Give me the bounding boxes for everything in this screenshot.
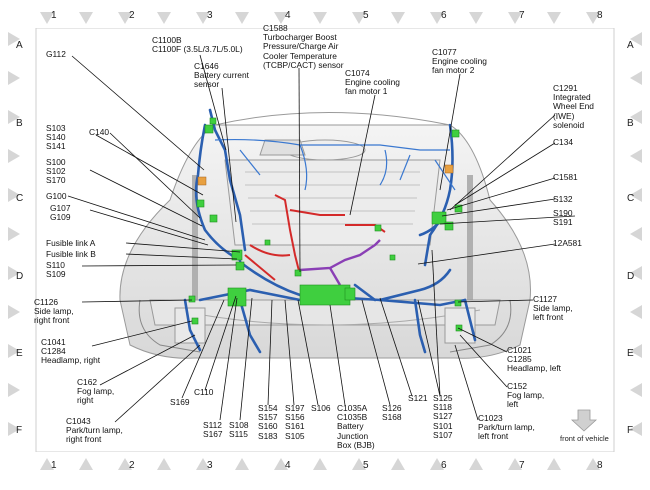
grid-col-3-top: 3: [207, 10, 213, 21]
grid-row-E-left: E: [16, 348, 23, 359]
grid-row-F-left: F: [16, 425, 23, 436]
grid-border-triangles: [8, 12, 642, 470]
grid-col-8-bottom: 8: [597, 460, 603, 471]
grid-col-1-top: 1: [51, 10, 57, 21]
label-s190: S190 S191: [553, 208, 573, 228]
leader-lines: [67, 54, 576, 423]
label-c1077: C1077 Engine cooling fan motor 2: [432, 47, 487, 76]
grid-row-D-left: D: [16, 271, 24, 282]
label-s100: S100 S102 S170: [46, 157, 66, 186]
label-s169: S169: [170, 397, 190, 407]
down-arrow-icon: [570, 409, 598, 432]
grid-col-6-bottom: 6: [441, 460, 447, 471]
grid-row-B-left: B: [16, 118, 23, 129]
grid-col-5-top: 5: [363, 10, 369, 21]
grid-col-2-bottom: 2: [129, 460, 135, 471]
label-c1023: C1023 Park/turn lamp, left front: [478, 413, 535, 442]
grid-col-3-bottom: 3: [207, 460, 213, 471]
orange-connectors: [197, 164, 454, 186]
label-12a581: 12A581: [553, 238, 582, 248]
label-c1127: C1127 Side lamp, left front: [533, 294, 573, 323]
vehicle-outline: [119, 112, 531, 359]
grid-col-5-bottom: 5: [363, 460, 369, 471]
label-c1646: C1646 Battery current sensor: [194, 61, 249, 90]
c110-connector: [227, 287, 247, 307]
label-s132: S132: [553, 194, 573, 204]
grid-row-D-right: D: [627, 271, 635, 282]
label-c162: C162 Fog lamp, right: [77, 377, 115, 406]
bjb-connector: [299, 284, 351, 306]
grid-col-8-top: 8: [597, 10, 603, 21]
label-c1126: C1126 Side lamp, right front: [34, 297, 74, 326]
label-c1291: C1291 Integrated Wheel End (IWE) solenoi…: [553, 83, 594, 130]
label-c1021: C1021 C1285 Headlamp, left: [507, 345, 561, 374]
label-c1043: C1043 Park/turn lamp, right front: [66, 416, 123, 445]
label-s125: S125 S118 S127 S101 S107: [433, 393, 453, 440]
label-fusible-link-a: Fusible link A: [46, 238, 96, 248]
blue-harness-thin: [214, 138, 456, 191]
label-front-of-vehicle: front of vehicle: [560, 434, 609, 443]
grid-row-B-right: B: [627, 118, 634, 129]
grid-row-C-left: C: [16, 193, 24, 204]
label-c110: C110: [194, 387, 214, 397]
label-c1041: C1041 C1284 Headlamp, right: [41, 337, 101, 366]
label-fusible-link-b: Fusible link B: [46, 249, 96, 259]
label-g107: G107 G109: [50, 203, 71, 223]
grid-row-F-right: F: [627, 425, 634, 436]
grid-col-7-bottom: 7: [519, 460, 525, 471]
label-s121: S121: [408, 393, 428, 403]
label-c1035-bjb: C1035A C1035B Battery Junction Box (BJB): [337, 403, 375, 450]
label-s126: S126 S168: [382, 403, 402, 423]
label-c1581: C1581: [553, 172, 578, 182]
label-c1074: C1074 Engine cooling fan motor 1: [345, 68, 400, 97]
grid-col-2-top: 2: [129, 10, 135, 21]
label-c1588: C1588 Turbocharger Boost Pressure/Charge…: [263, 23, 344, 70]
label-s197: S197 S156 S161 S105: [285, 403, 305, 441]
connectors: [188, 117, 463, 332]
grid-row-E-right: E: [627, 348, 634, 359]
grid-col-4-top: 4: [285, 10, 291, 21]
grid-row-A-right: A: [627, 40, 634, 51]
grid-col-7-top: 7: [519, 10, 525, 21]
grid-col-1-bottom: 1: [51, 460, 57, 471]
label-c1100: C1100B C1100F (3.5L/3.7L/5.0L): [152, 35, 243, 55]
label-s108: S108 S115: [229, 420, 249, 440]
label-c152: C152 Fog lamp, left: [507, 381, 545, 410]
grid-row-C-right: C: [627, 193, 635, 204]
grid-col-4-bottom: 4: [285, 460, 291, 471]
label-s154: S154 S157 S160 S183: [258, 403, 278, 441]
label-s110: S110 S109: [46, 260, 66, 280]
purple-harness: [299, 239, 381, 286]
label-g112: G112: [46, 49, 66, 59]
label-s103: S103 S140 S141: [46, 123, 66, 152]
label-g100: G100: [46, 191, 67, 201]
grid-col-6-top: 6: [441, 10, 447, 21]
label-s106: S106: [311, 403, 331, 413]
label-c134: C134: [553, 137, 574, 147]
label-s112: S112 S167: [203, 420, 223, 440]
grid-row-A-left: A: [16, 40, 23, 51]
label-c140: C140: [89, 127, 110, 137]
